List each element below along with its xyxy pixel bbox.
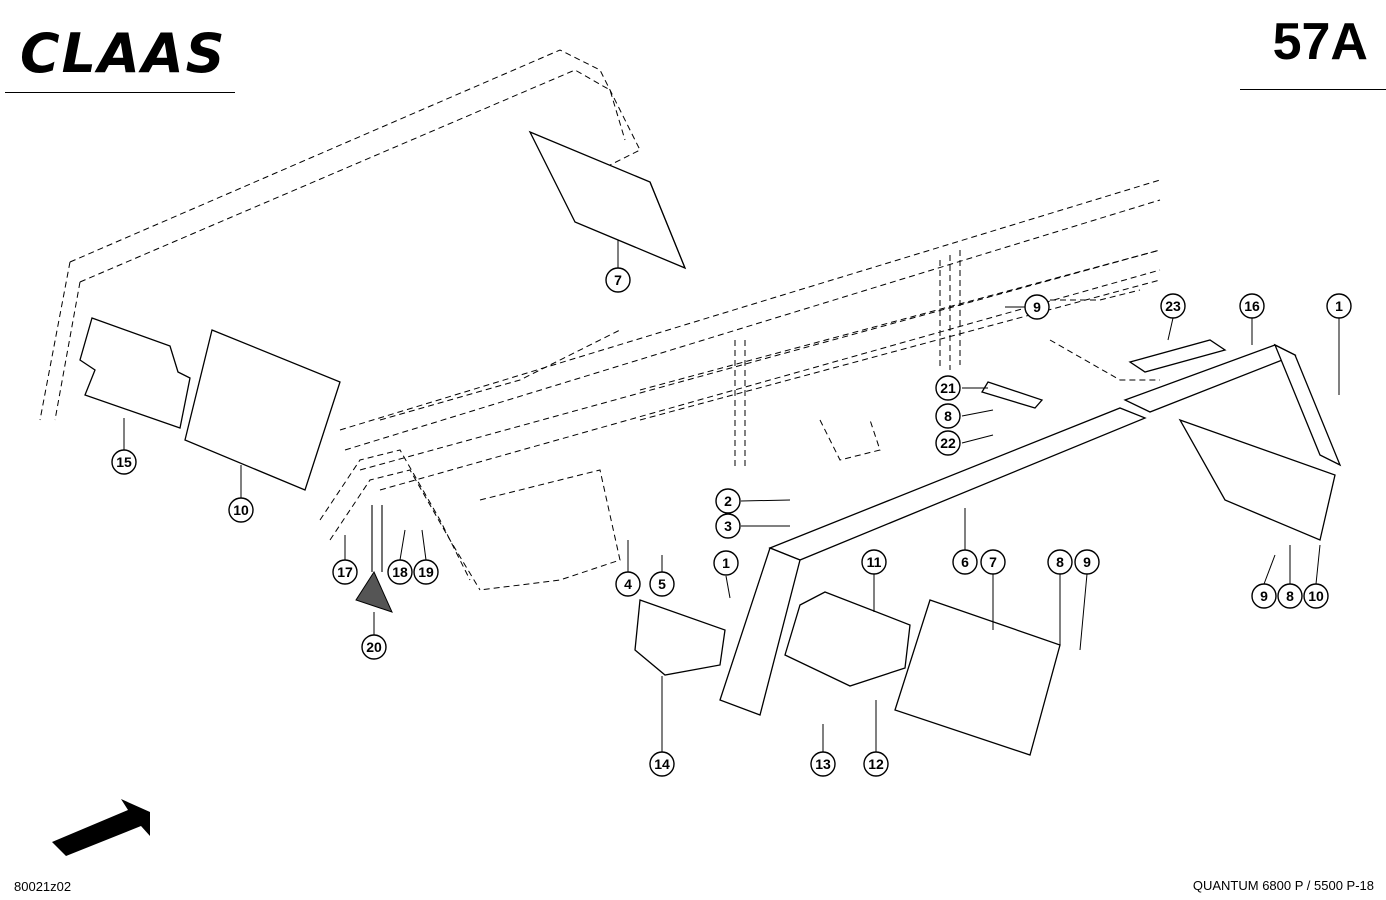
part-20-reflector xyxy=(355,505,393,613)
callout-4: 4 xyxy=(615,571,641,597)
callout-6: 6 xyxy=(952,549,978,575)
part-15-bracket xyxy=(79,317,191,429)
callout-10-right: 10 xyxy=(1303,583,1329,609)
callout-9-lower: 9 xyxy=(1074,549,1100,575)
callout-1-mid: 1 xyxy=(713,550,739,576)
callout-21: 21 xyxy=(935,375,961,401)
callout-20: 20 xyxy=(361,634,387,660)
part-23-plate xyxy=(1128,339,1227,373)
callout-leaders xyxy=(123,240,1340,752)
svg-text:13: 13 xyxy=(815,756,831,772)
header-rule-left xyxy=(5,92,235,93)
callout-9-right: 9 xyxy=(1251,583,1277,609)
callout-1-right: 1 xyxy=(1326,293,1352,319)
svg-text:23: 23 xyxy=(1165,298,1181,314)
svg-text:8: 8 xyxy=(1056,554,1064,570)
callout-12: 12 xyxy=(863,751,889,777)
svg-text:8: 8 xyxy=(944,408,952,424)
svg-text:7: 7 xyxy=(989,554,997,570)
part-7-top-plate xyxy=(528,130,687,270)
callout-5: 5 xyxy=(649,571,675,597)
svg-text:1: 1 xyxy=(722,555,730,571)
part-11-bracket xyxy=(784,591,911,687)
part-7-lower-plate xyxy=(894,599,1061,756)
callout-14: 14 xyxy=(649,751,675,777)
callout-8-lower: 8 xyxy=(1047,549,1073,575)
callout-8-right: 8 xyxy=(1277,583,1303,609)
callout-17: 17 xyxy=(332,559,358,585)
svg-text:7: 7 xyxy=(614,272,622,288)
callout-3: 3 xyxy=(715,513,741,539)
drawing-number: 80021z02 xyxy=(14,879,72,894)
svg-text:20: 20 xyxy=(366,639,382,655)
part-14-step xyxy=(634,599,726,676)
model-designation: QUANTUM 6800 P / 5500 P-18 xyxy=(1192,878,1374,893)
svg-text:19: 19 xyxy=(418,564,434,580)
page-number: 57A xyxy=(1272,13,1368,71)
svg-text:14: 14 xyxy=(654,756,670,772)
callout-2: 2 xyxy=(715,488,741,514)
callout-18: 18 xyxy=(387,559,413,585)
callout-10-left: 10 xyxy=(228,497,254,523)
svg-text:3: 3 xyxy=(724,518,732,534)
svg-text:21: 21 xyxy=(940,380,956,396)
svg-text:15: 15 xyxy=(116,454,132,470)
callout-19: 19 xyxy=(413,559,439,585)
callout-15: 15 xyxy=(111,449,137,475)
svg-text:1: 1 xyxy=(1335,298,1343,314)
svg-text:18: 18 xyxy=(392,564,408,580)
part-6-frame-beam xyxy=(719,343,1342,716)
svg-text:8: 8 xyxy=(1286,588,1294,604)
part-21-strap xyxy=(981,381,1044,409)
svg-text:6: 6 xyxy=(961,554,969,570)
claas-logo: CLAAS xyxy=(20,24,227,80)
part-10-left-plate xyxy=(184,329,341,491)
svg-text:9: 9 xyxy=(1083,554,1091,570)
callout-7-top: 7 xyxy=(605,267,631,293)
part-10-right-plate xyxy=(1178,418,1336,541)
svg-text:16: 16 xyxy=(1244,298,1260,314)
callout-22: 22 xyxy=(935,430,961,456)
callout-23: 23 xyxy=(1160,293,1186,319)
svg-text:22: 22 xyxy=(940,435,956,451)
callout-7-lower: 7 xyxy=(980,549,1006,575)
claas-logo-text: CLAAS xyxy=(20,24,227,80)
callout-9-top: 9 xyxy=(1024,294,1050,320)
svg-text:10: 10 xyxy=(233,502,249,518)
callout-8-mid: 8 xyxy=(935,403,961,429)
arrow-icon xyxy=(52,799,150,856)
svg-text:9: 9 xyxy=(1260,588,1268,604)
svg-text:11: 11 xyxy=(867,554,882,570)
svg-text:17: 17 xyxy=(337,564,353,580)
callout-11: 11 xyxy=(861,549,887,575)
svg-text:5: 5 xyxy=(658,576,666,592)
callout-16: 16 xyxy=(1239,293,1265,319)
svg-text:12: 12 xyxy=(868,756,884,772)
svg-text:9: 9 xyxy=(1033,299,1041,315)
svg-text:2: 2 xyxy=(724,493,732,509)
machine-frame-outline xyxy=(39,49,1161,591)
svg-text:4: 4 xyxy=(624,576,632,592)
svg-text:10: 10 xyxy=(1308,588,1324,604)
callout-13: 13 xyxy=(810,751,836,777)
header-rule-right xyxy=(1240,89,1386,90)
